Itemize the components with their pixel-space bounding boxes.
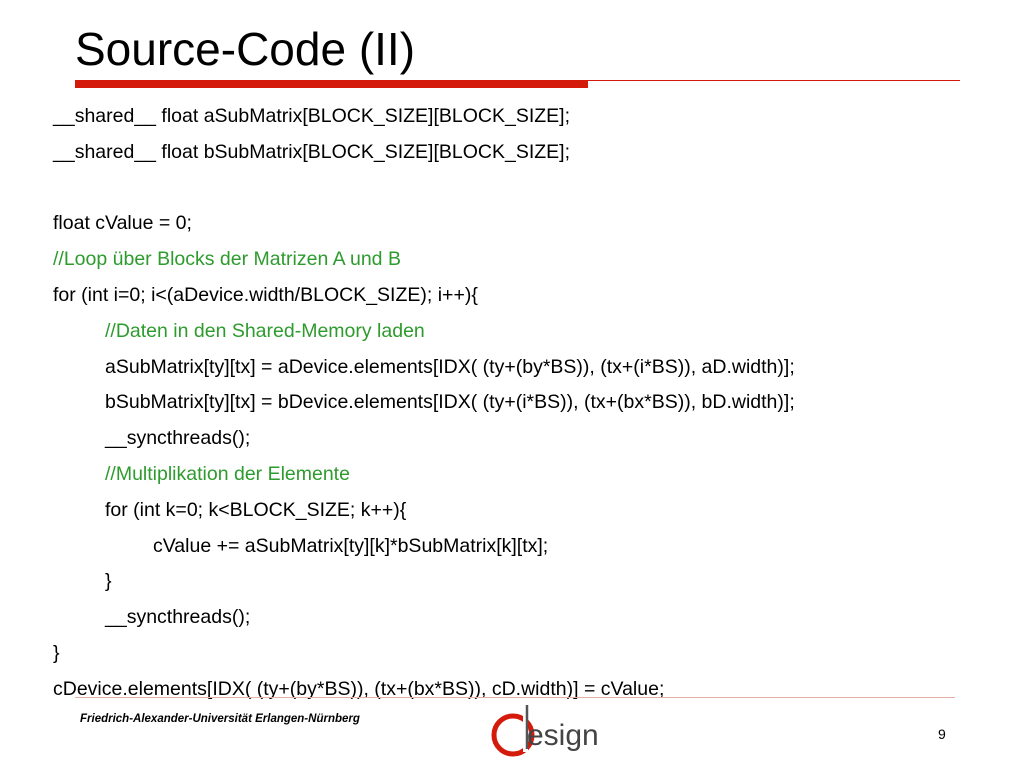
code-line: cDevice.elements[IDX( (ty+(by*BS)), (tx+… xyxy=(53,677,665,700)
footer-university: Friedrich-Alexander-Universität Erlangen… xyxy=(80,713,360,725)
code-line: __syncthreads(); xyxy=(105,427,251,450)
code-comment-line: //Multiplikation der Elemente xyxy=(105,462,350,485)
code-comment-line: //Daten in den Shared-Memory laden xyxy=(105,319,425,342)
logo-text: esign xyxy=(527,719,599,752)
code-line: } xyxy=(53,641,60,664)
footer-divider xyxy=(75,697,955,698)
code-line: __shared__ float bSubMatrix[BLOCK_SIZE][… xyxy=(53,140,570,163)
code-line: __syncthreads(); xyxy=(105,606,251,629)
logo-c-ring-icon xyxy=(491,713,535,757)
page-number: 9 xyxy=(938,726,946,742)
code-line: bSubMatrix[ty][tx] = bDevice.elements[ID… xyxy=(105,391,795,414)
title-underline-bar xyxy=(75,80,588,88)
code-line: aSubMatrix[ty][tx] = aDevice.elements[ID… xyxy=(105,355,795,378)
code-line xyxy=(53,171,1013,207)
code-line: for (int i=0; i<(aDevice.width/BLOCK_SIZ… xyxy=(53,283,478,306)
code-line: for (int k=0; k<BLOCK_SIZE; k++){ xyxy=(105,498,407,521)
slide-title: Source-Code (II) xyxy=(75,23,416,75)
title-underline-rule xyxy=(588,80,960,81)
code-line: cValue += aSubMatrix[ty][k]*bSubMatrix[k… xyxy=(153,534,549,557)
code-block: __shared__ float aSubMatrix[BLOCK_SIZE][… xyxy=(53,99,1013,708)
code-line: float cValue = 0; xyxy=(53,212,192,235)
code-line: } xyxy=(105,570,112,593)
code-line: __shared__ float aSubMatrix[BLOCK_SIZE][… xyxy=(53,105,570,127)
code-comment-line: //Loop über Blocks der Matrizen A und B xyxy=(53,248,401,271)
design-logo: esign xyxy=(491,704,599,757)
